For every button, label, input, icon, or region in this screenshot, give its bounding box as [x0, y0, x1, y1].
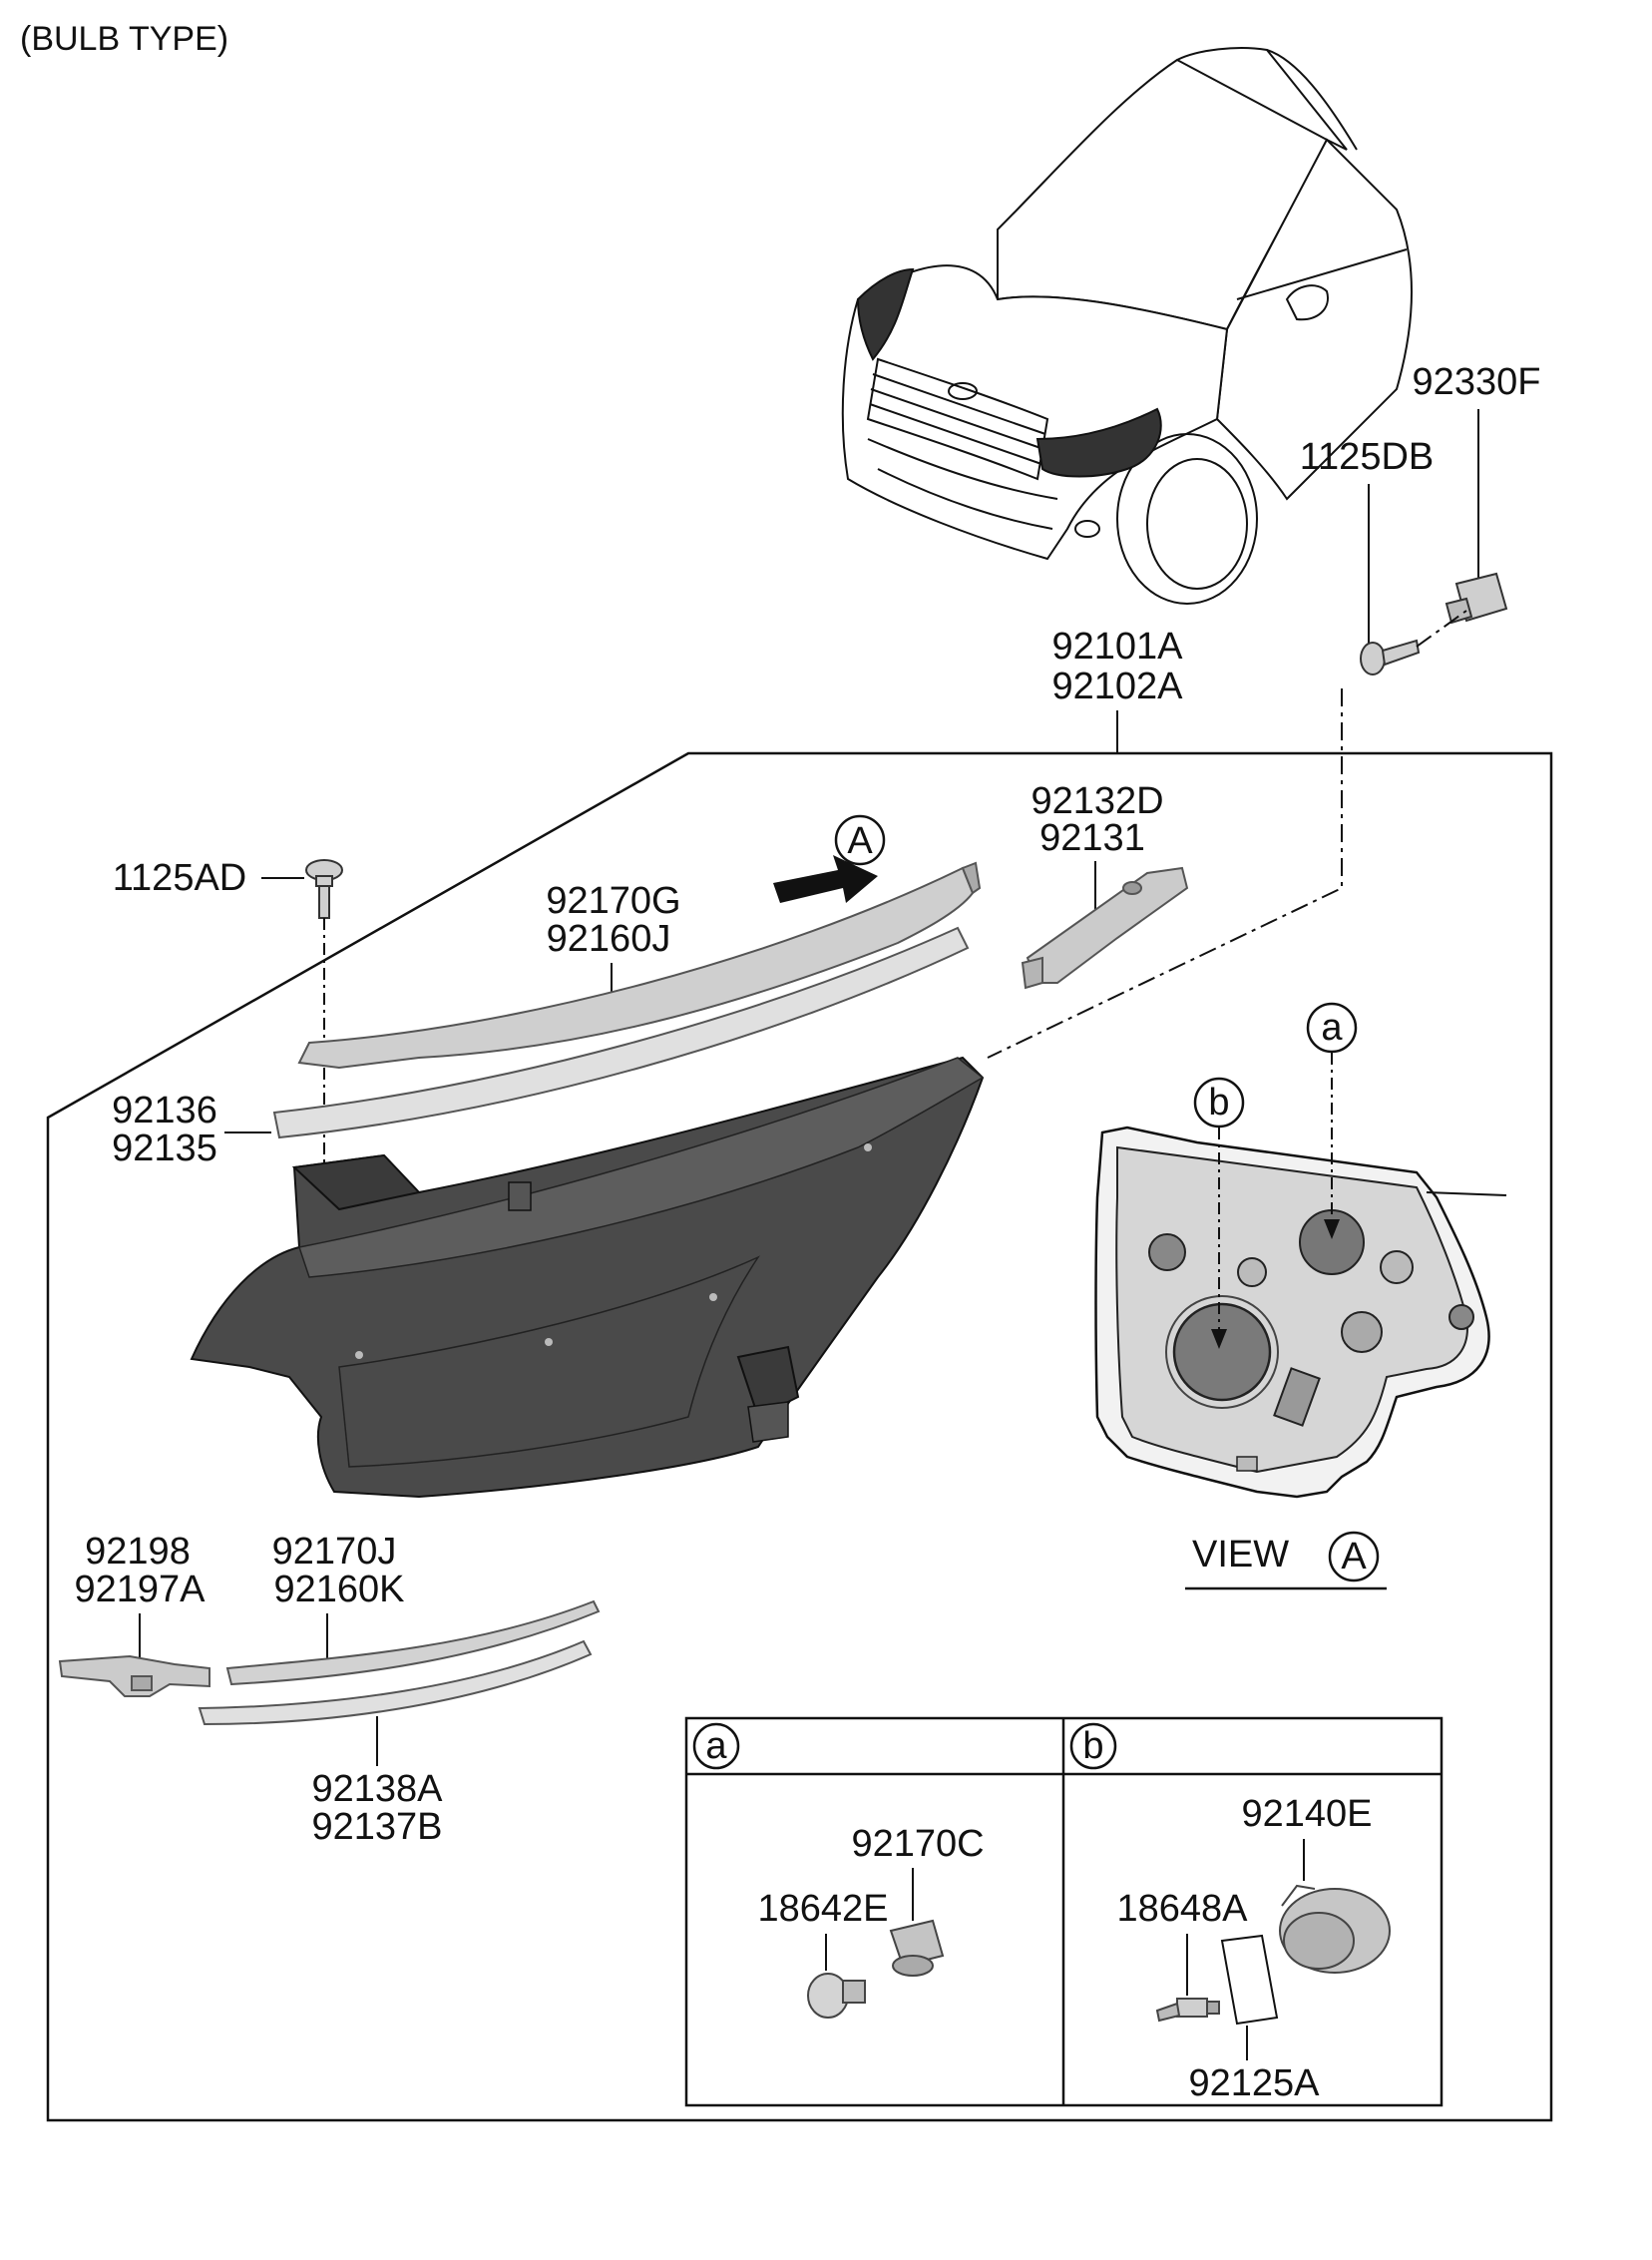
arrow-ref-label: A [847, 820, 873, 862]
label-92132D: 92132D [1031, 780, 1163, 822]
table-callout-b-label: b [1082, 1725, 1103, 1767]
mesh-strip-part-92136 [272, 926, 970, 1139]
cap-part-92140E [1279, 1884, 1391, 1974]
socket-part-92170C [889, 1919, 945, 1977]
label-92135: 92135 [112, 1128, 217, 1169]
diagram-title: (BULB TYPE) [20, 20, 228, 58]
label-92131: 92131 [1039, 817, 1145, 859]
label-92170J: 92170J [272, 1531, 397, 1573]
label-92160J: 92160J [547, 918, 671, 960]
label-92102A: 92102A [1051, 666, 1183, 707]
bolt-part-1125DB [1360, 639, 1421, 676]
table-callout-a-label: a [705, 1725, 727, 1767]
bracket-part-92132D [1021, 866, 1189, 990]
label-92170C: 92170C [851, 1823, 984, 1865]
table-callout-b-circle [1069, 1722, 1117, 1770]
trim-part-92170J [225, 1599, 601, 1686]
bulb-table [684, 1716, 1444, 2107]
callout-b-arrowhead [1211, 1329, 1227, 1349]
view-direction-arrow: A [773, 814, 886, 903]
label-92101A: 92101A [1051, 626, 1183, 668]
view-ref-label: A [1341, 1536, 1367, 1578]
label-1125AD: 1125AD [113, 857, 247, 899]
label-18648A: 18648A [1116, 1888, 1248, 1930]
trim-part-92170G [297, 861, 982, 1070]
screw-part-1125AD [305, 859, 343, 919]
assembly-frame [46, 751, 1553, 2122]
label-92197A: 92197A [74, 1569, 206, 1610]
view-a-rear-lamp [1094, 1126, 1507, 1499]
label-92198: 92198 [85, 1531, 191, 1573]
bulb-part-18648A [1155, 1998, 1220, 2023]
callout-b-circle [1193, 1077, 1245, 1129]
label-18642E: 18642E [757, 1888, 888, 1930]
dash-line-clip [1416, 610, 1467, 648]
car-illustration [841, 47, 1413, 605]
bracket-part-92198 [58, 1654, 210, 1697]
label-92330F: 92330F [1413, 361, 1541, 403]
label-92170G: 92170G [546, 880, 680, 922]
clip-part-92330F [1445, 572, 1508, 625]
callout-a-arrowhead [1324, 1219, 1340, 1239]
view-ref-circle [1328, 1531, 1380, 1582]
label-1125DB: 1125DB [1300, 436, 1435, 478]
view-label: VIEW [1192, 1534, 1289, 1576]
label-92137B: 92137B [311, 1806, 442, 1848]
gasket-part-92125A [1220, 1934, 1279, 2026]
headlamp-housing [190, 1056, 985, 1499]
table-callout-a-circle [692, 1722, 740, 1770]
callout-b-label: b [1208, 1082, 1229, 1124]
callout-a-label: a [1321, 1007, 1343, 1049]
label-92125A: 92125A [1188, 2062, 1320, 2104]
label-92136: 92136 [112, 1090, 217, 1131]
label-92138A: 92138A [311, 1768, 443, 1810]
callout-a-circle [1306, 1002, 1358, 1054]
strip-part-92138A [198, 1639, 593, 1726]
label-92140E: 92140E [1241, 1793, 1372, 1835]
bulb-part-18642E [807, 1973, 866, 2019]
label-92160K: 92160K [273, 1569, 404, 1610]
